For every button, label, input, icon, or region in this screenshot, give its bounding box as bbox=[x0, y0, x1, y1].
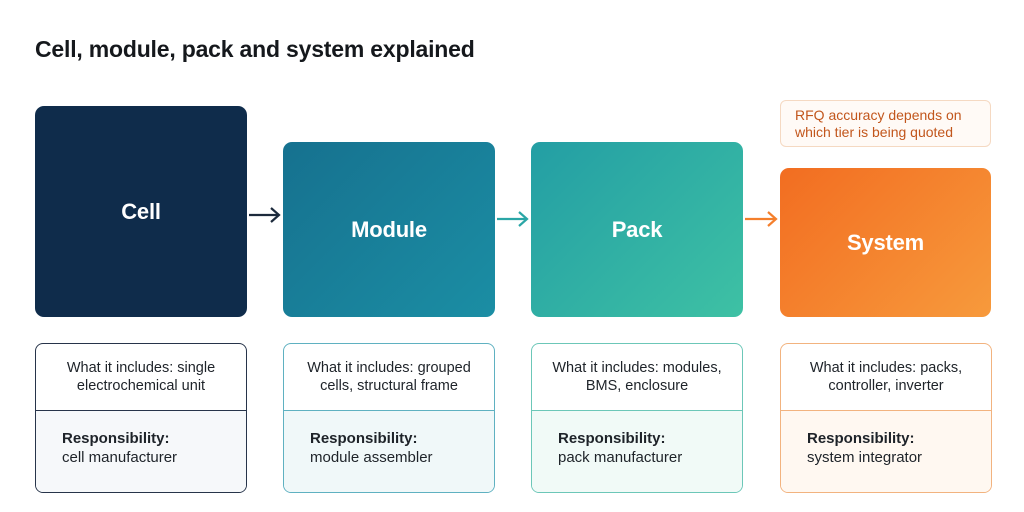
module-includes: What it includes: grouped cells, structu… bbox=[284, 344, 494, 411]
cell-info-card: What it includes: single electrochemical… bbox=[35, 343, 247, 493]
tier-module-label: Module bbox=[351, 216, 427, 242]
module-responsibility: Responsibility: module assembler bbox=[284, 411, 494, 492]
tier-system-box: System bbox=[780, 168, 991, 317]
system-responsibility: Responsibility: system integrator bbox=[781, 411, 991, 492]
rfq-note: RFQ accuracy depends on which tier is be… bbox=[780, 100, 991, 147]
system-responsibility-value: system integrator bbox=[807, 449, 923, 466]
cell-responsibility-value: cell manufacturer bbox=[62, 449, 178, 466]
cell-responsibility-label: Responsibility: bbox=[62, 430, 170, 447]
tier-module-box: Module bbox=[283, 142, 495, 317]
module-responsibility-value: module assembler bbox=[310, 449, 433, 466]
system-info-card: What it includes: packs, controller, inv… bbox=[780, 343, 992, 493]
arrow-module-to-pack bbox=[497, 211, 529, 227]
tier-cell-box: Cell bbox=[35, 106, 247, 317]
system-responsibility-label: Responsibility: bbox=[807, 430, 915, 447]
module-info-card: What it includes: grouped cells, structu… bbox=[283, 343, 495, 493]
system-includes: What it includes: packs, controller, inv… bbox=[781, 344, 991, 411]
pack-responsibility-value: pack manufacturer bbox=[558, 449, 683, 466]
cell-includes: What it includes: single electrochemical… bbox=[36, 344, 246, 411]
pack-responsibility-label: Responsibility: bbox=[558, 430, 666, 447]
arrow-pack-to-system bbox=[745, 211, 778, 227]
cell-responsibility: Responsibility: cell manufacturer bbox=[36, 411, 246, 492]
pack-includes: What it includes: modules, BMS, enclosur… bbox=[532, 344, 742, 411]
pack-responsibility: Responsibility: pack manufacturer bbox=[532, 411, 742, 492]
diagram-title: Cell, module, pack and system explained bbox=[35, 36, 475, 62]
arrow-cell-to-module bbox=[249, 207, 281, 223]
tier-cell-label: Cell bbox=[121, 198, 161, 224]
tier-pack-box: Pack bbox=[531, 142, 743, 317]
pack-info-card: What it includes: modules, BMS, enclosur… bbox=[531, 343, 743, 493]
tier-pack-label: Pack bbox=[611, 216, 663, 242]
module-responsibility-label: Responsibility: bbox=[310, 430, 418, 447]
tier-system-label: System bbox=[846, 229, 925, 255]
